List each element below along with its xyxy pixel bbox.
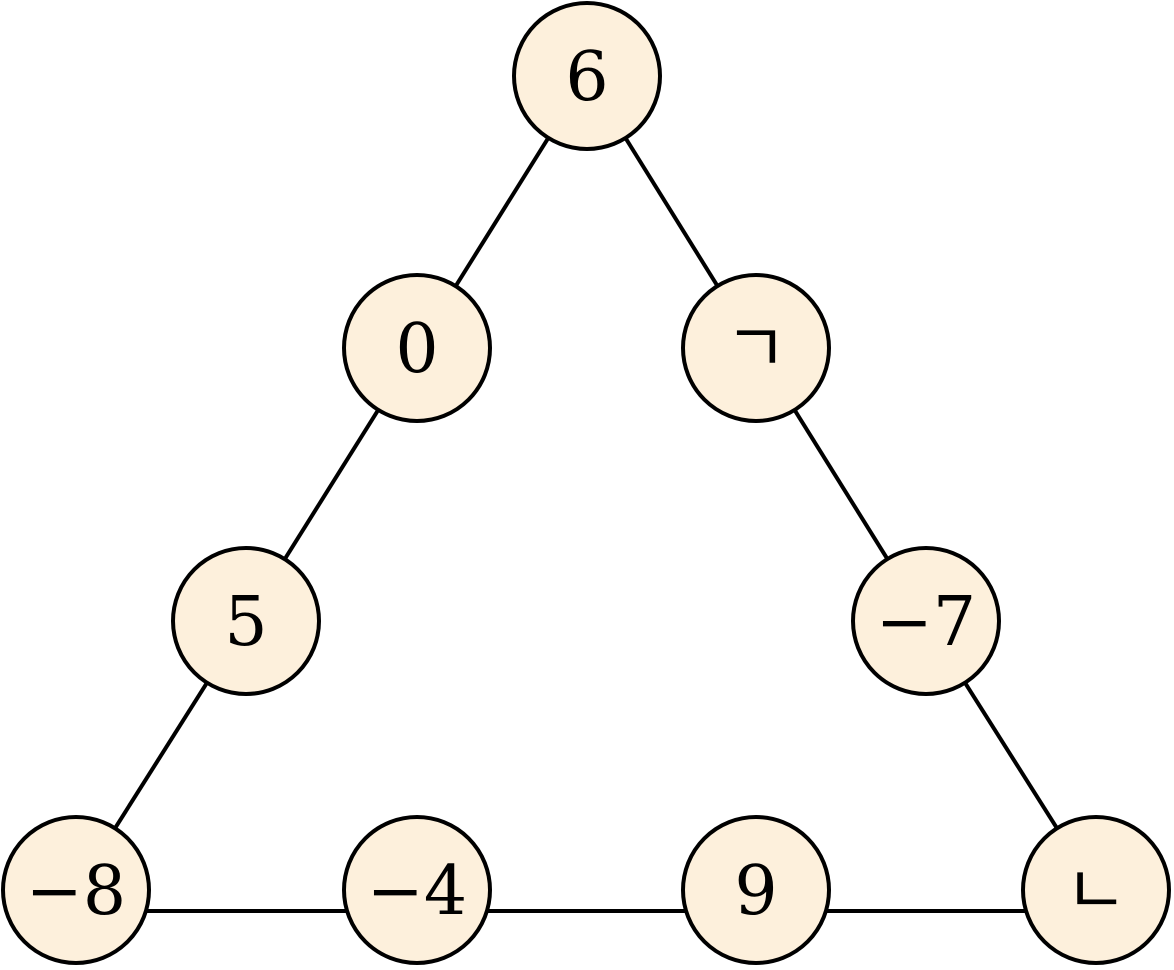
node-left-2: 5 <box>171 546 321 696</box>
node-bottom-right: ㄴ <box>1021 815 1171 965</box>
node-bottom-left: −8 <box>1 815 151 965</box>
node-circle <box>171 546 321 696</box>
node-circle <box>851 546 1001 696</box>
node-circle <box>1 815 151 965</box>
node-label: ㄱ <box>725 310 788 389</box>
node-circle <box>681 273 831 423</box>
node-circle <box>1021 815 1171 965</box>
node-label: −8 <box>26 852 126 931</box>
node-label: −7 <box>876 583 976 662</box>
node-right-1: ㄱ <box>681 273 831 423</box>
node-circle <box>342 815 492 965</box>
node-label: 6 <box>565 38 608 117</box>
node-bottom-2: −4 <box>342 815 492 965</box>
node-left-1: 0 <box>342 273 492 423</box>
node-bottom-3: 9 <box>681 815 831 965</box>
node-label: 5 <box>224 583 267 662</box>
node-label: 9 <box>734 852 777 931</box>
node-right-2: −7 <box>851 546 1001 696</box>
node-circle <box>512 1 662 151</box>
node-circle <box>681 815 831 965</box>
node-top: 6 <box>512 1 662 151</box>
node-circle <box>342 273 492 423</box>
node-label: ㄴ <box>1065 852 1128 931</box>
node-label: 0 <box>395 310 438 389</box>
node-label: −4 <box>367 852 467 931</box>
edges-layer <box>74 74 1098 913</box>
